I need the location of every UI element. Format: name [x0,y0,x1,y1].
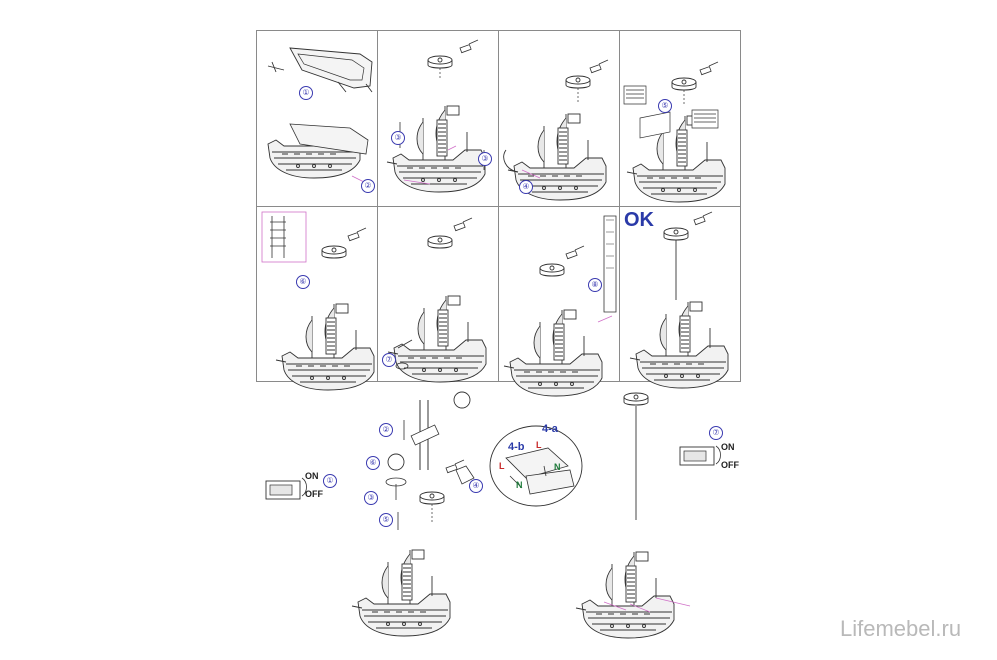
step-8-badge: ⑧ [588,278,602,292]
step-4-badge: ④ [519,180,533,194]
wire-label-4b: 4-b [508,441,525,453]
wire-label-4a: 4-a [542,423,558,435]
step-1-badge: ① [299,86,313,100]
step-2-lower-badge: ② [379,423,393,437]
ok-label: OK [624,209,654,231]
panel-7 [498,206,620,382]
switch-off-label: OFF [305,489,323,499]
step-5-badge: ⑤ [658,99,672,113]
wire-label-l2: L [499,461,505,471]
switch-on-label: ON [305,471,319,481]
step-7-badge: ⑦ [382,353,396,367]
step-6-lower-badge: ⑥ [366,456,380,470]
step-6-badge: ⑥ [296,275,310,289]
wire-label-n2: N [516,480,523,490]
switch-off-label-right: OFF [721,460,739,470]
switch-on-label-right: ON [721,442,735,452]
step-5-lower-badge: ⑤ [379,513,393,527]
step-3b-badge: ③ [478,152,492,166]
step-3-badge: ③ [391,131,405,145]
wire-label-l1: L [536,440,542,450]
step-3-lower-badge: ③ [364,491,378,505]
step-4-lower-badge: ④ [469,479,483,493]
wire-label-n1: N [554,462,561,472]
step-2-badge: ② [361,179,375,193]
step-7-lower-badge: ⑦ [709,426,723,440]
step-1-lower-badge: ① [323,474,337,488]
watermark: Lifemebel.ru [840,616,962,641]
